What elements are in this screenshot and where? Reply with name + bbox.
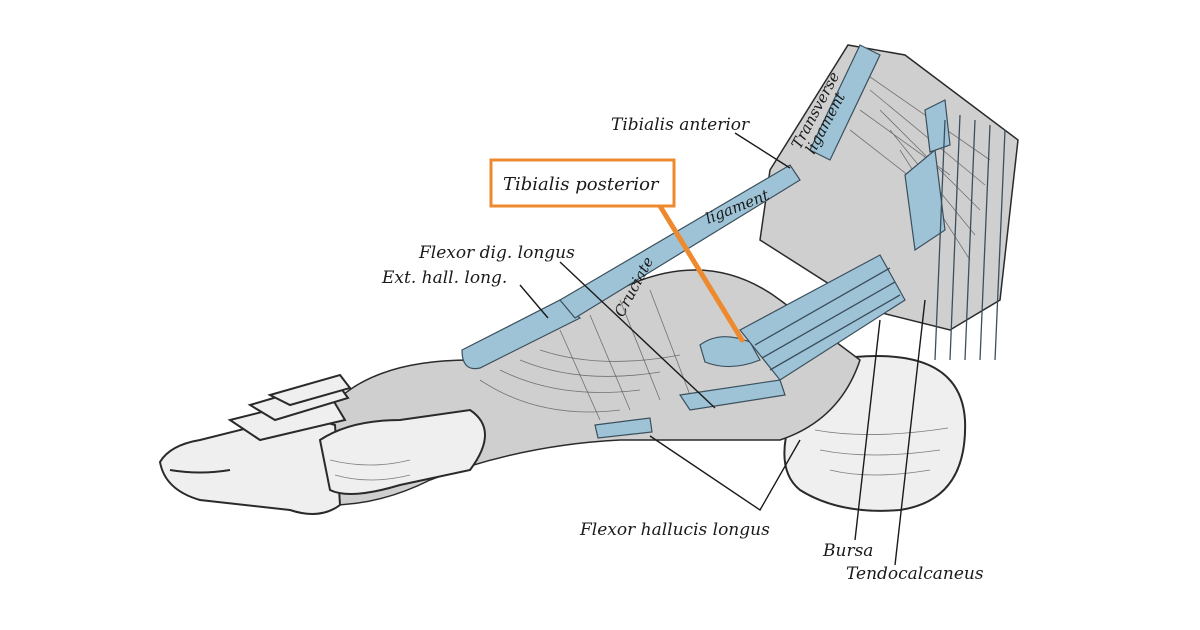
leader-lines [519, 132, 926, 566]
flexor-hallucis-longus-sheath [594, 417, 653, 439]
flexor-dig-longus-sheath [678, 379, 786, 411]
label-bursa: Bursa [822, 541, 873, 561]
posterior-tendon-sheath [904, 148, 946, 252]
hallux-bone [318, 408, 486, 495]
toes [158, 373, 352, 515]
peroneal-sheath [924, 99, 951, 153]
highlight-pointer-line [657, 203, 745, 343]
highlight-box [489, 158, 676, 208]
label-tibialis-anterior: Tibialis anterior [611, 115, 750, 135]
label-tibialis-posterior: Tibialis posterior [503, 174, 660, 195]
label-tendocalcaneus: Tendocalcaneus [846, 564, 984, 584]
flexor-retinaculum [739, 254, 906, 381]
label-flexor-hallucis-longus: Flexor hallucis longus [579, 520, 770, 540]
tibialis-posterior-sheath [699, 336, 761, 368]
label-ext-hall-long: Ext. hall. long. [381, 268, 507, 288]
label-flexor-dig-longus: Flexor dig. longus [418, 243, 575, 263]
ext-hall-long-sheath [461, 299, 582, 370]
transverse-ligament-band [809, 44, 881, 161]
